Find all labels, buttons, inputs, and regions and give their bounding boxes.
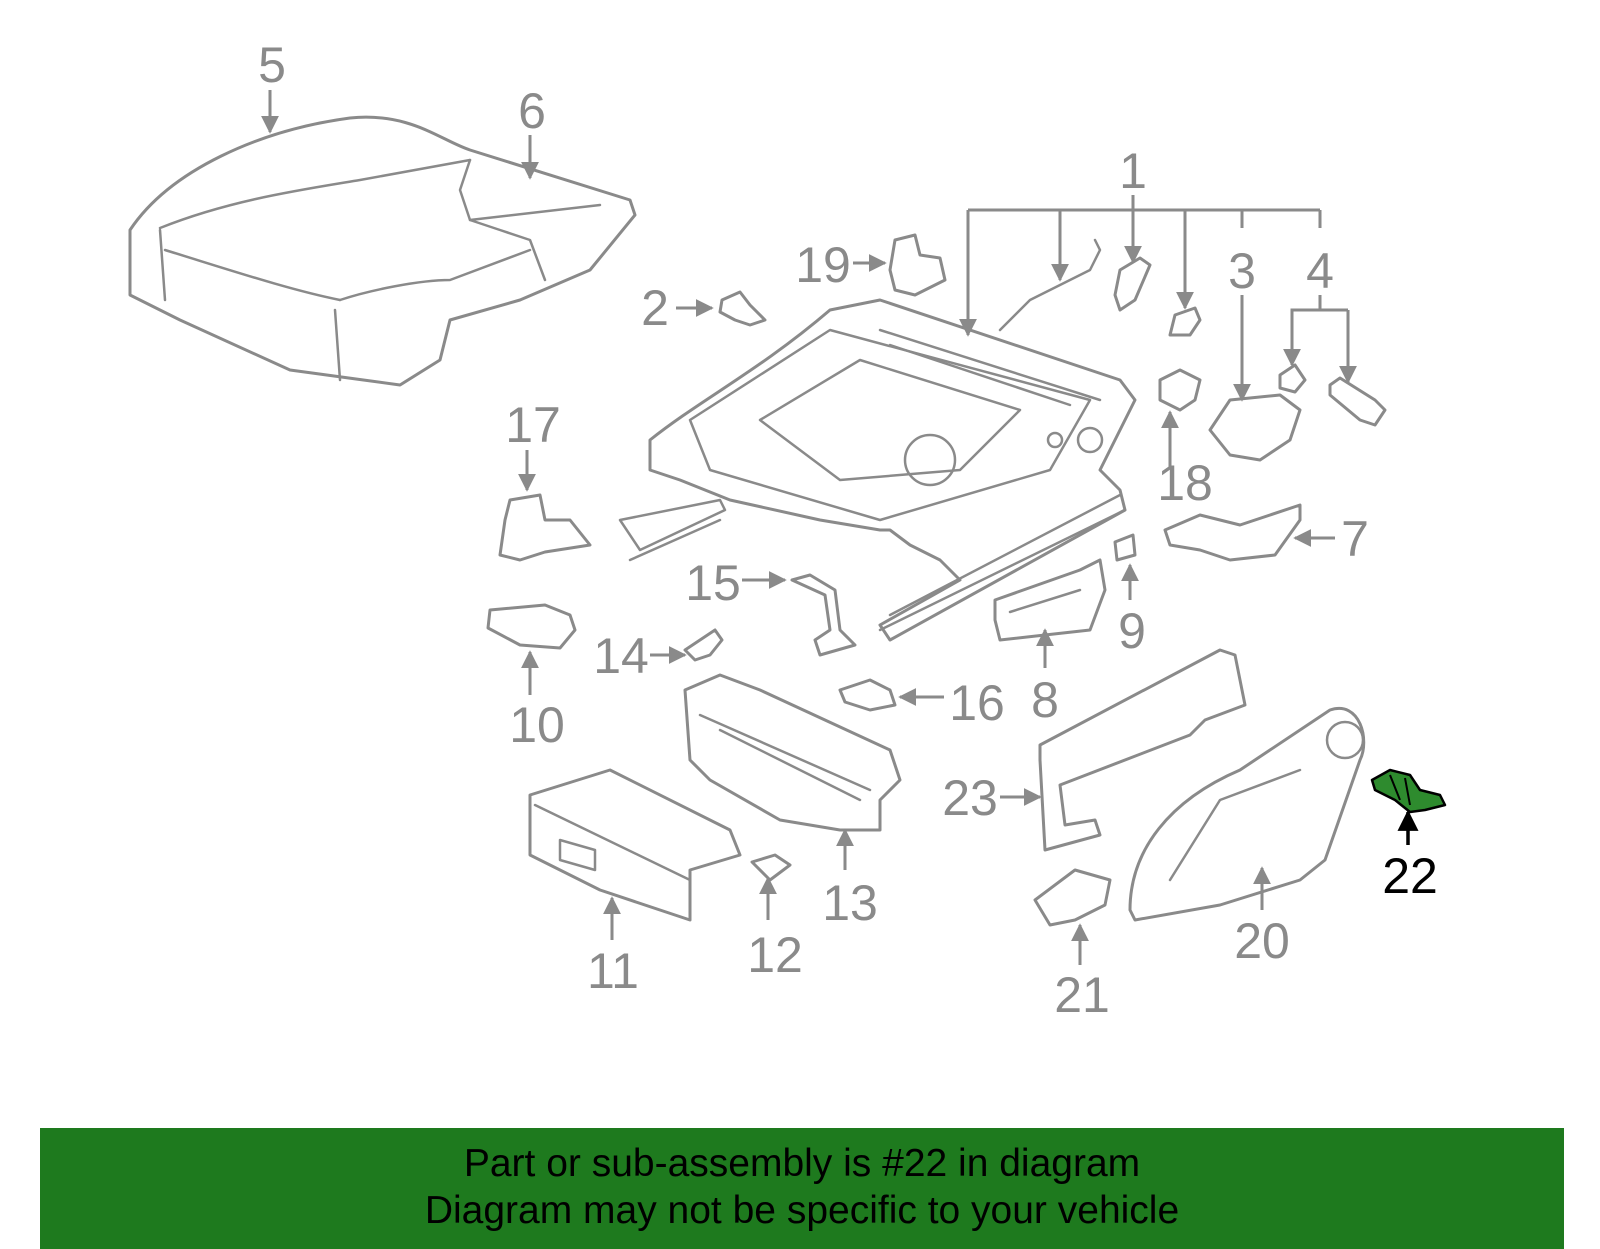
part-20-shield (1128, 706, 1366, 922)
part-21-clip (1033, 868, 1112, 927)
part-11-tray (528, 768, 742, 922)
callout-15: 15 (685, 555, 741, 611)
part-12-clip (750, 853, 792, 882)
callout-7: 7 (1341, 511, 1369, 567)
part-2-bolt (718, 290, 767, 327)
part-10-cover (486, 603, 577, 650)
seat-cushion-part (128, 115, 637, 387)
callout-22: 22 (1382, 848, 1438, 904)
part-22-highlighted (1370, 768, 1447, 814)
callout-9: 9 (1118, 603, 1146, 659)
callout-10: 10 (509, 697, 565, 753)
callout-14: 14 (593, 628, 649, 684)
callout-2: 2 (641, 280, 669, 336)
callout-21: 21 (1054, 967, 1110, 1023)
cable-part (998, 238, 1202, 337)
footer-line-2: Diagram may not be specific to your vehi… (424, 1189, 1180, 1232)
part-18-bracket (1158, 368, 1202, 412)
callout-16: 16 (949, 675, 1005, 731)
part-19 (888, 233, 947, 297)
callout-labels: 1 2 3 4 5 6 7 8 9 10 11 12 13 14 15 16 1… (258, 37, 1438, 1023)
callout-11: 11 (587, 943, 639, 999)
callout-12: 12 (747, 927, 803, 983)
part-14-bolt (683, 628, 724, 662)
callout-1: 1 (1119, 143, 1147, 199)
part-23-wire (1038, 648, 1247, 852)
callout-3: 3 (1228, 243, 1256, 299)
callout-23: 23 (942, 770, 998, 826)
footer-line-1: Part or sub-assembly is #22 in diagram (463, 1142, 1141, 1185)
callout-13: 13 (822, 875, 878, 931)
part-17-bracket (498, 493, 592, 562)
leader-lines (261, 90, 1419, 965)
seat-frame-part (618, 298, 1137, 642)
callout-18: 18 (1157, 455, 1213, 511)
part-15-bracket (790, 573, 857, 657)
callout-20: 20 (1234, 913, 1290, 969)
callout-5: 5 (258, 37, 286, 93)
callout-4: 4 (1306, 243, 1334, 299)
part-7-bracket (1163, 503, 1302, 562)
part-3-cover (1208, 393, 1302, 462)
part-13-housing (683, 673, 902, 832)
part-16-clip (838, 678, 897, 712)
part-8-trim (993, 558, 1107, 642)
callout-19: 19 (795, 237, 851, 293)
footer-banner: Part or sub-assembly is #22 in diagram D… (40, 1128, 1564, 1249)
callout-8: 8 (1031, 672, 1059, 728)
callout-17: 17 (505, 397, 561, 453)
callout-6: 6 (518, 83, 546, 139)
part-9-clip (1113, 533, 1137, 562)
